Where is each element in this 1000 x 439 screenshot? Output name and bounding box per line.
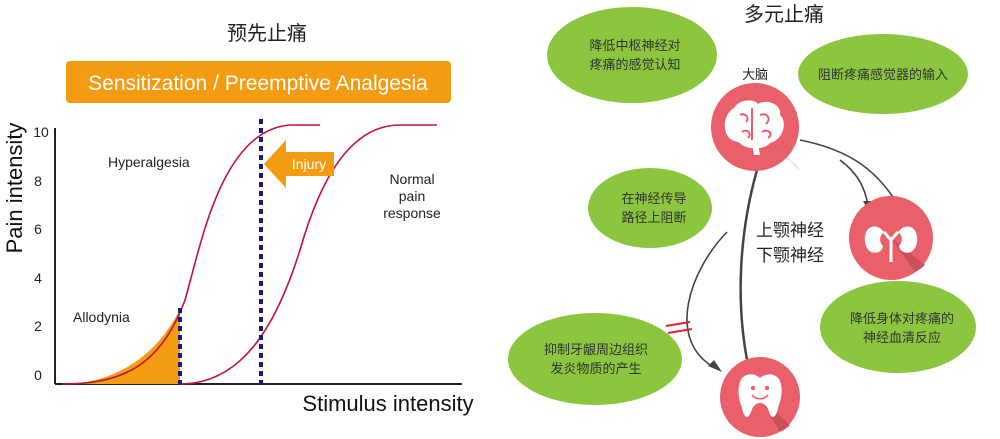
nerve-label-lower: 下颚神经 <box>756 246 824 266</box>
right-panel: 多元止痛 降低中枢神经对 疼痛的感觉认知 阻断疼痛感觉器的输入 在神经传导 路径… <box>508 2 976 437</box>
y-tick-label: 10 <box>33 124 49 140</box>
bubble-text: 降低身体对疼痛的 <box>850 311 954 327</box>
bubble-text: 降低中枢神经对 <box>589 39 680 54</box>
left-title: 预先止痛 <box>227 21 307 45</box>
bubble-block-conduction <box>588 168 712 248</box>
bubble-serum-response <box>820 281 976 373</box>
bubble-text: 路径上阻断 <box>621 210 686 226</box>
bubble-text: 神经血清反应 <box>863 330 941 346</box>
brain-icon <box>711 83 800 171</box>
bubble-block-receptor <box>798 34 968 114</box>
nerve-line-branch <box>686 231 728 369</box>
allodynia-area <box>62 309 180 384</box>
bubble-text: 阻断疼痛感觉器的输入 <box>818 67 948 83</box>
allodynia-label: Allodynia <box>73 309 130 325</box>
bubble-central-cognition <box>547 7 717 103</box>
normal-label-line2: pain <box>399 188 425 204</box>
right-title: 多元止痛 <box>744 2 824 26</box>
y-tick-label: 2 <box>34 318 42 334</box>
banner-text: Sensitization / Preemptive Analgesia <box>88 72 428 95</box>
y-tick-label: 8 <box>34 173 42 189</box>
y-tick-label: 0 <box>34 367 42 383</box>
nerve-line-main <box>739 169 759 366</box>
hyperalgesia-label: Hyperalgesia <box>108 154 190 170</box>
left-panel: 预先止痛 Sensitization / Preemptive Analgesi… <box>2 21 474 416</box>
injury-arrow <box>264 140 334 188</box>
normal-label-line1: Normal <box>389 171 434 187</box>
sensitized-curve <box>61 124 320 385</box>
kidneys-icon <box>849 196 933 280</box>
bubble-text: 抑制牙龈周边组织 <box>544 343 648 358</box>
bubble-text: 在神经传导 <box>621 192 686 207</box>
y-tick-label: 4 <box>34 270 42 286</box>
tooth-icon <box>720 357 800 437</box>
brain-label: 大脑 <box>742 68 768 83</box>
x-axis-title: Stimulus intensity <box>302 391 473 416</box>
y-tick-label: 6 <box>34 221 42 237</box>
block-mark <box>667 328 693 334</box>
y-axis-title: Pain intensity <box>2 123 27 254</box>
banner-box <box>66 61 451 103</box>
injury-label: Injury <box>292 156 326 172</box>
brain-to-kidney-line <box>799 139 896 201</box>
arrowhead <box>708 360 722 372</box>
bubble-inhibit-inflammation <box>508 313 682 405</box>
block-mark <box>665 321 691 327</box>
normal-curve <box>179 124 437 385</box>
bubble-text: 发炎物质的产生 <box>550 361 641 377</box>
nerve-label-upper: 上颚神经 <box>756 221 824 241</box>
normal-label-line3: response <box>383 205 441 221</box>
bubble-text: 疼痛的感觉认知 <box>589 57 680 73</box>
